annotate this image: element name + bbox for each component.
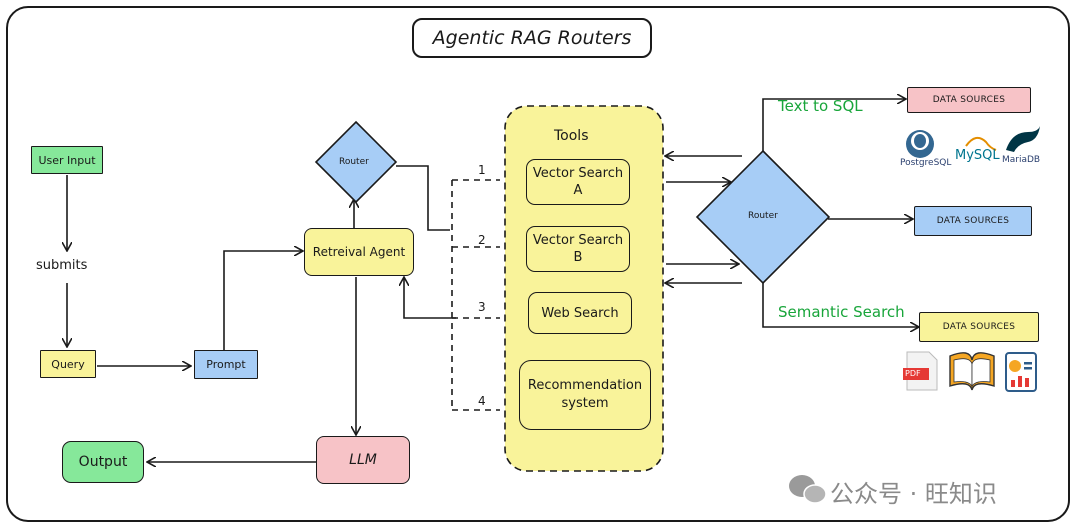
data-source-sql: DATA SOURCES [907, 87, 1031, 113]
tool-number-3: 3 [478, 300, 486, 314]
book-icon [949, 352, 995, 391]
data-source-middle: DATA SOURCES [914, 206, 1032, 236]
mariadb-icon [1006, 126, 1040, 152]
tool-number-2: 2 [478, 233, 486, 247]
output-node: Output [62, 441, 144, 483]
vector-search-a-node: Vector Search A [526, 159, 630, 205]
recommendation-system-node: Recommendation system [519, 360, 651, 430]
arrow-web-agent [404, 278, 456, 319]
report-icon [1005, 352, 1037, 392]
pdf-icon [903, 351, 938, 391]
arrow-router-semantic [762, 283, 918, 327]
arrow-router-sql [762, 99, 905, 152]
postgresql-label: PostgreSQL [900, 158, 952, 168]
router-left-label: Router [339, 157, 369, 167]
tool-number-1: 1 [478, 163, 486, 177]
mysql-label: MySQL [955, 148, 1000, 163]
mariadb-label: MariaDB [1002, 155, 1041, 165]
prompt-node: Prompt [194, 350, 258, 379]
router-right-shape [695, 149, 831, 285]
tools-title: Tools [554, 128, 589, 144]
web-search-node: Web Search [528, 292, 632, 334]
retrieval-agent-node: Retreival Agent [304, 228, 414, 276]
query-node: Query [40, 350, 96, 378]
diagram-frame [6, 6, 1070, 522]
data-source-semantic: DATA SOURCES [919, 312, 1039, 342]
arrow-prompt-agent [223, 251, 302, 350]
submits-label: submits [36, 258, 88, 273]
router-left-shape [314, 120, 398, 204]
diagram-title: Agentic RAG Routers [412, 18, 652, 58]
user-input-node: User Input [31, 146, 103, 174]
text-to-sql-label: Text to SQL [778, 97, 863, 115]
llm-node: LLM [316, 436, 410, 484]
postgresql-icon [906, 130, 934, 158]
vector-search-b-node: Vector Search B [526, 226, 630, 272]
wechat-icon [789, 475, 827, 504]
semantic-search-label: Semantic Search [778, 303, 905, 321]
mysql-icon [965, 136, 997, 151]
tool-number-4: 4 [478, 394, 486, 408]
arrow-router-tools [396, 165, 450, 231]
router-right-label: Router [748, 211, 778, 221]
watermark-text: 公众号 · 旺知识 [830, 480, 997, 508]
pdf-label: PDF [905, 369, 921, 378]
